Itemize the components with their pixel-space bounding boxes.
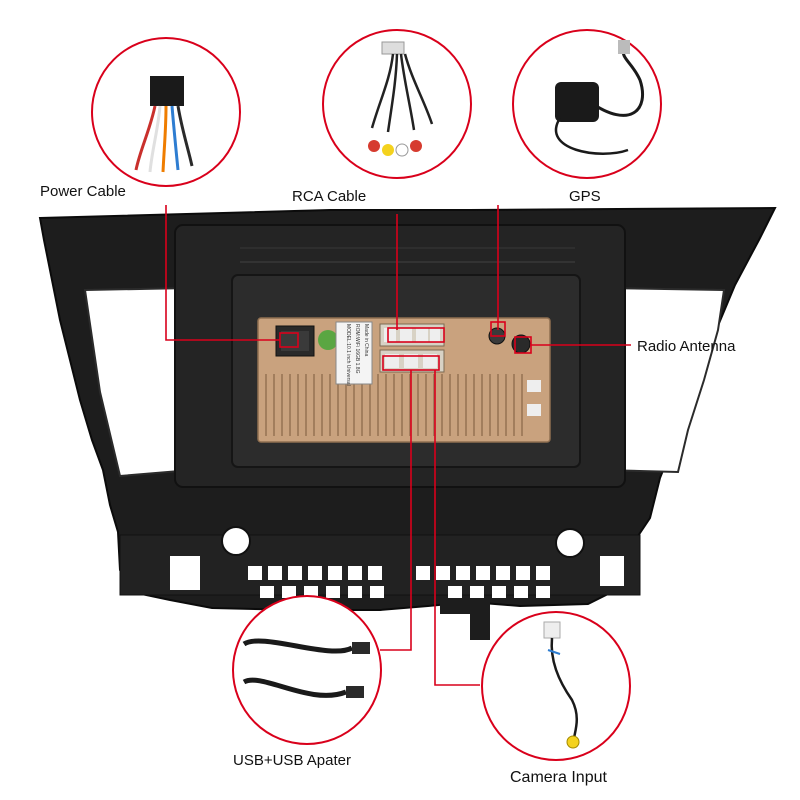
head-unit: MODEL:10.1 inch Universal ROM:WiFi 16GB … bbox=[257, 317, 551, 443]
label-power-cable: Power Cable bbox=[40, 183, 126, 200]
power-harness-icon bbox=[150, 76, 184, 106]
label-rca-cable: RCA Cable bbox=[292, 188, 367, 205]
power-cable-callout bbox=[91, 37, 241, 187]
callout-lines bbox=[165, 205, 631, 686]
bracket-slots bbox=[170, 556, 624, 598]
label-gps: GPS bbox=[569, 188, 601, 205]
rca-cable-callout bbox=[322, 29, 472, 179]
label-usb: USB+USB Apater bbox=[233, 752, 351, 769]
camera-connector-icon bbox=[543, 621, 561, 639]
usb-cable-icon bbox=[242, 638, 354, 654]
gps-callout bbox=[512, 29, 662, 179]
camera-input-callout bbox=[481, 611, 631, 761]
sticker-line-2: ROM:WiFi 16GB 1.8G bbox=[354, 324, 360, 374]
sticker-line-3: Made in China bbox=[363, 324, 369, 356]
rca-connector-icon bbox=[381, 41, 405, 55]
heatsink-fins bbox=[265, 374, 523, 436]
label-radio-antenna: Radio Antenna bbox=[637, 338, 736, 355]
sticker-line-1: MODEL:10.1 inch Universal bbox=[345, 324, 351, 386]
label-camera-input: Camera Input bbox=[510, 769, 607, 786]
gps-antenna-icon bbox=[555, 82, 599, 122]
usb-callout bbox=[232, 595, 382, 745]
usb-adapter-cable-icon bbox=[242, 677, 347, 698]
unit-sticker: MODEL:10.1 inch Universal ROM:WiFi 16GB … bbox=[335, 321, 373, 386]
